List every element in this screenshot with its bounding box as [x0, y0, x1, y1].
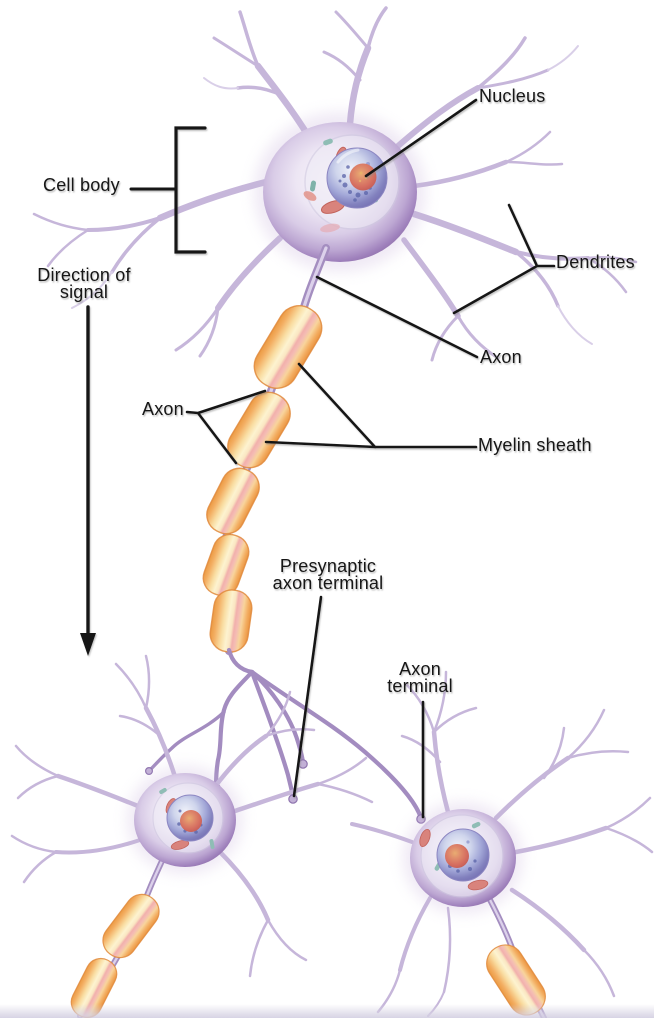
myelin-segment: [202, 533, 250, 597]
upper-neuron-dendrites: [32, 6, 638, 362]
myelin-segment: [102, 893, 160, 959]
upper-neuron: [32, 6, 638, 362]
nucleolus-speckles: [358, 171, 368, 183]
label-dendrites: Dendrites: [556, 252, 635, 272]
myelin-segment: [209, 589, 253, 653]
axon-upper-pointer-line: [315, 275, 479, 359]
label-presynaptic-line2: axon terminal: [272, 573, 384, 593]
annotation-lines: [80, 98, 556, 819]
direction-of-signal-arrow: [80, 305, 96, 656]
myelin-segments: [70, 893, 160, 1018]
myelin-sheath-pointer-lines: [264, 362, 478, 449]
myelin-segment: [253, 305, 323, 389]
arrowhead: [80, 633, 96, 656]
cell-body-bracket: [174, 126, 207, 254]
lower-right-neuron: [350, 670, 654, 1018]
terminal-branches: [145, 647, 426, 824]
label-direction-of-signal-line1: Direction of: [37, 265, 131, 285]
nucleolus: [349, 163, 377, 191]
label-direction-of-signal-line2: signal: [59, 282, 109, 302]
label-cell-body: Cell body: [43, 175, 120, 195]
label-presynaptic-axon-terminal: Presynaptic axon terminal: [272, 556, 384, 593]
nucleolus: [445, 844, 469, 868]
label-presynaptic-line1: Presynaptic: [279, 556, 377, 576]
floor-shadow: [0, 1004, 654, 1018]
nucleolus: [180, 810, 202, 832]
myelin-segment: [227, 391, 291, 469]
label-axon-terminal: Axon terminal: [387, 659, 453, 696]
nucleus-sheen: [336, 148, 360, 164]
lower-left-dendrites: [10, 654, 374, 978]
label-direction-of-signal: Direction of signal: [37, 265, 131, 302]
nucleus-pointer-line: [364, 98, 478, 178]
label-axon-upper: Axon: [480, 347, 522, 367]
myelin-segment: [206, 467, 260, 535]
label-axon-terminal-line2: terminal: [387, 676, 453, 696]
label-myelin-sheath: Myelin sheath: [478, 435, 592, 455]
label-nucleus: Nucleus: [479, 86, 546, 106]
axon-mid-pointer-lines: [185, 389, 267, 465]
presynaptic-pointer-line: [292, 595, 323, 798]
lower-left-neuron: [10, 654, 374, 1018]
axon-myelin-chain: [202, 244, 330, 655]
dendrites-pointer-lines: [452, 203, 556, 315]
label-axon-mid: Axon: [142, 399, 184, 419]
label-axon-terminal-line1: Axon: [399, 659, 441, 679]
myelin-segments: [202, 305, 323, 653]
